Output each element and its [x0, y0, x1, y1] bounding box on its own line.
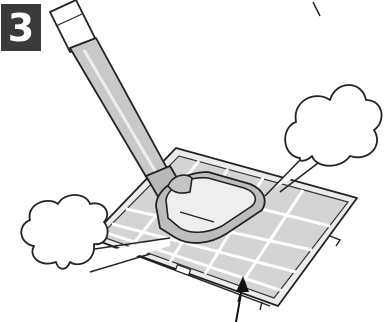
dust-puff-right	[265, 85, 382, 196]
vacuum-wand	[50, 0, 184, 200]
top-right-line	[313, 2, 320, 16]
